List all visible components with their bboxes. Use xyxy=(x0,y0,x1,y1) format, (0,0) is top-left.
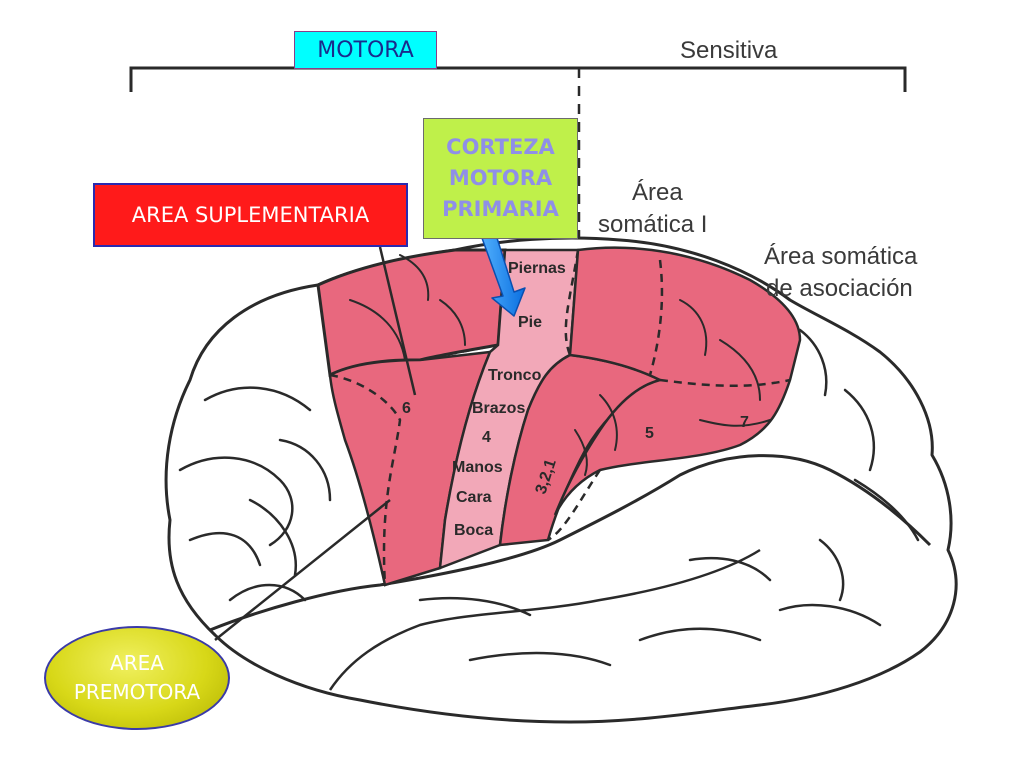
somatic-labels: Área somática I Área somática de asociac… xyxy=(598,179,918,302)
premotora-line-2: PREMOTORA xyxy=(73,680,201,704)
connector-lines xyxy=(214,246,417,641)
label-piernas: Piernas xyxy=(508,260,566,277)
area-premotora-label: AREA PREMOTORA xyxy=(44,626,230,730)
pink-sulci xyxy=(349,254,771,476)
label-tronco: Tronco xyxy=(488,367,542,384)
area-somatica-i-line1: Área xyxy=(632,179,683,206)
area-asociacion-line1: Área somática xyxy=(764,243,918,270)
sensitiva-label: Sensitiva xyxy=(680,37,778,64)
dashed-boundaries xyxy=(329,249,791,586)
label-area-4: 4 xyxy=(482,429,491,446)
label-manos: Manos xyxy=(452,459,503,476)
top-bracket xyxy=(129,66,907,250)
corteza-motora-primaria-label: CORTEZA MOTORA PRIMARIA xyxy=(423,118,578,239)
corteza-line-3: PRIMARIA xyxy=(442,197,559,221)
motora-text: MOTORA xyxy=(317,37,414,63)
premotora-line-1: AREA xyxy=(110,651,164,675)
label-area-7: 7 xyxy=(740,414,749,431)
area-suplementaria-label: AREA SUPLEMENTARIA xyxy=(93,183,408,247)
area-asociacion-line2: de asociación xyxy=(766,275,913,302)
corteza-line-2: MOTORA xyxy=(448,166,553,190)
area-suplementaria-text: AREA SUPLEMENTARIA xyxy=(131,203,370,227)
label-brazos: Brazos xyxy=(472,400,525,417)
label-boca: Boca xyxy=(454,522,493,539)
area-somatica-i-line2: somática I xyxy=(598,211,707,238)
label-area-6: 6 xyxy=(402,400,411,417)
corteza-line-1: CORTEZA xyxy=(446,135,555,159)
label-pie: Pie xyxy=(518,314,542,331)
label-area-5: 5 xyxy=(645,425,654,442)
brain-sulci xyxy=(178,328,920,667)
motora-label: MOTORA xyxy=(294,31,437,69)
label-cara: Cara xyxy=(456,489,492,506)
